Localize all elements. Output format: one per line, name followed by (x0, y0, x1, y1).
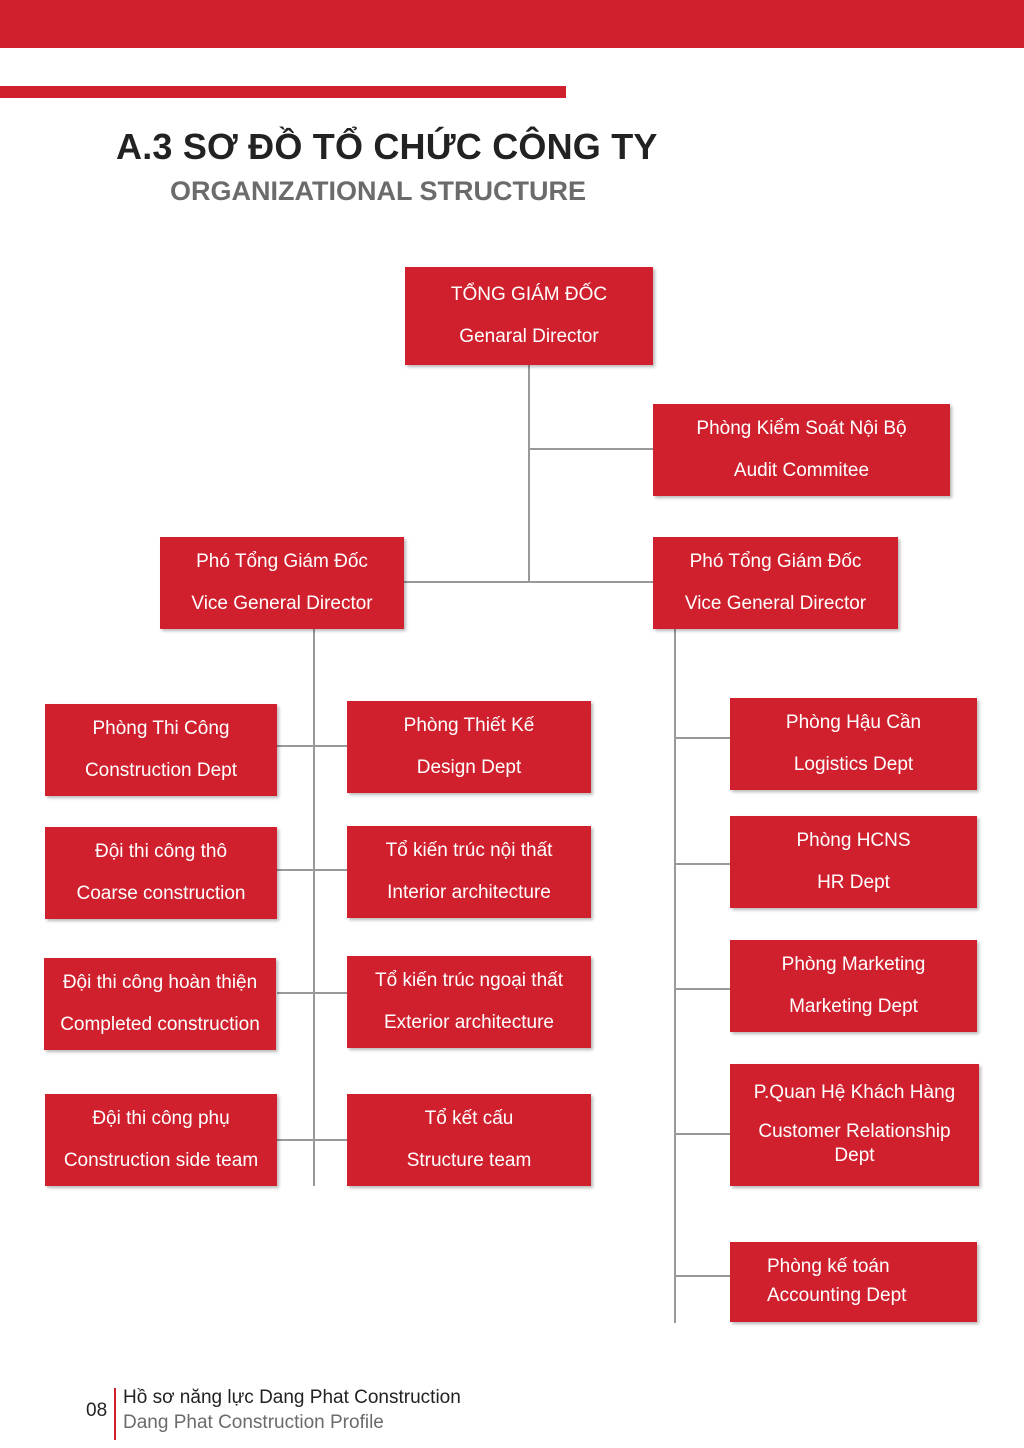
box-construction-side-team: Đội thi công phụ Construction side team (45, 1094, 277, 1186)
connector-right-row2 (674, 863, 730, 865)
box-label-vi: Phòng Hậu Cần (785, 711, 922, 733)
box-label-en: Construction side team (63, 1149, 259, 1171)
box-logistics-dept: Phòng Hậu Cần Logistics Dept (730, 698, 977, 790)
connector-right-row1 (674, 737, 730, 739)
box-coarse-construction: Đội thi công thô Coarse construction (45, 827, 277, 919)
footer-divider (114, 1388, 116, 1440)
box-label-en: Construction Dept (84, 759, 238, 781)
box-marketing-dept: Phòng Marketing Marketing Dept (730, 940, 977, 1032)
box-completed-construction: Đội thi công hoàn thiện Completed constr… (44, 958, 276, 1050)
connector-right-row5 (674, 1275, 730, 1277)
connector-right-trunk (674, 629, 676, 1323)
box-label-vi: Đội thi công thô (94, 840, 228, 862)
secondary-accent-bar (0, 86, 566, 98)
connector-left-row1 (277, 745, 347, 747)
box-label-en: Exterior architecture (383, 1011, 554, 1033)
box-label-vi: Đội thi công hoàn thiện (62, 971, 258, 993)
connector-left-row2 (277, 869, 347, 871)
box-label-vi: Tổ kiến trúc ngoại thất (375, 969, 563, 991)
footer-title-vi: Hồ sơ năng lực Dang Phat Construction (123, 1387, 461, 1408)
box-label-en: HR Dept (817, 871, 890, 893)
connector-vice-horizontal (404, 581, 653, 583)
box-label-vi: Phòng Kiểm Soát Nội Bộ (696, 417, 907, 439)
box-interior-architecture: Tổ kiến trúc nội thất Interior architect… (347, 826, 591, 918)
connector-right-row4 (674, 1133, 730, 1135)
box-label-vi: Phòng Marketing (781, 953, 926, 975)
footer-title-en: Dang Phat Construction Profile (123, 1412, 384, 1433)
box-label-en: Interior architecture (387, 881, 551, 903)
connector-audit (528, 448, 653, 450)
connector-left-row3 (277, 992, 347, 994)
box-label-vi: Phòng HCNS (796, 829, 911, 851)
page-title: A.3 SƠ ĐỒ TỔ CHỨC CÔNG TY (116, 126, 658, 167)
box-label-en: Coarse construction (76, 882, 246, 904)
box-customer-relationship: P.Quan Hệ Khách Hàng Customer Relationsh… (730, 1064, 979, 1186)
box-label-vi: Phòng Thiết Kế (403, 714, 535, 736)
box-label-en: Vice General Director (191, 592, 373, 614)
page-number: 08 (86, 1400, 108, 1421)
box-label-en: Completed construction (60, 1013, 260, 1035)
box-label-vi: TỔNG GIÁM ĐỐC (450, 283, 608, 305)
box-label-en: Logistics Dept (793, 753, 914, 775)
box-label-vi: Phó Tổng Giám Đốc (689, 550, 862, 572)
box-label-en: Marketing Dept (789, 995, 918, 1017)
box-vice-director-right: Phó Tổng Giám Đốc Vice General Director (653, 537, 898, 629)
box-label-en: Design Dept (416, 756, 522, 778)
box-construction-dept: Phòng Thi Công Construction Dept (45, 704, 277, 796)
top-accent-bar (0, 0, 1024, 48)
box-structure-team: Tổ kết cấu Structure team (347, 1094, 591, 1186)
connector-left-trunk (313, 629, 315, 1186)
connector-left-row4 (277, 1139, 347, 1141)
box-vice-director-left: Phó Tổng Giám Đốc Vice General Director (160, 537, 404, 629)
box-design-dept: Phòng Thiết Kế Design Dept (347, 701, 591, 793)
connector-right-row3 (674, 988, 730, 990)
box-label-vi: Đội thi công phụ (92, 1107, 230, 1129)
box-exterior-architecture: Tổ kiến trúc ngoại thất Exterior archite… (347, 956, 591, 1048)
box-audit-committee: Phòng Kiểm Soát Nội Bộ Audit Commitee (653, 404, 950, 496)
box-label-vi: Tổ kết cấu (424, 1107, 514, 1129)
box-label-en: Genaral Director (459, 325, 599, 347)
box-label-en: Structure team (406, 1149, 532, 1171)
box-label-vi: Phòng Thi Công (92, 717, 230, 739)
box-label-vi: P.Quan Hệ Khách Hàng (753, 1081, 956, 1103)
box-label-vi: Tổ kiến trúc nội thất (385, 839, 553, 861)
page-subtitle: ORGANIZATIONAL STRUCTURE (170, 176, 586, 206)
box-hr-dept: Phòng HCNS HR Dept (730, 816, 977, 908)
box-label-en: Accounting Dept (767, 1285, 907, 1306)
box-label-en: Audit Commitee (733, 459, 870, 481)
box-general-director: TỔNG GIÁM ĐỐC Genaral Director (405, 267, 653, 365)
box-label-en: Vice General Director (684, 592, 867, 614)
box-label-en: Customer Relationship Dept (758, 1120, 951, 1167)
box-accounting-dept: Phòng kế toán Accounting Dept (730, 1242, 977, 1322)
box-label-vi: Phó Tổng Giám Đốc (196, 550, 368, 572)
box-label-vi: Phòng kế toán (767, 1256, 890, 1278)
connector-director-trunk (528, 365, 530, 582)
